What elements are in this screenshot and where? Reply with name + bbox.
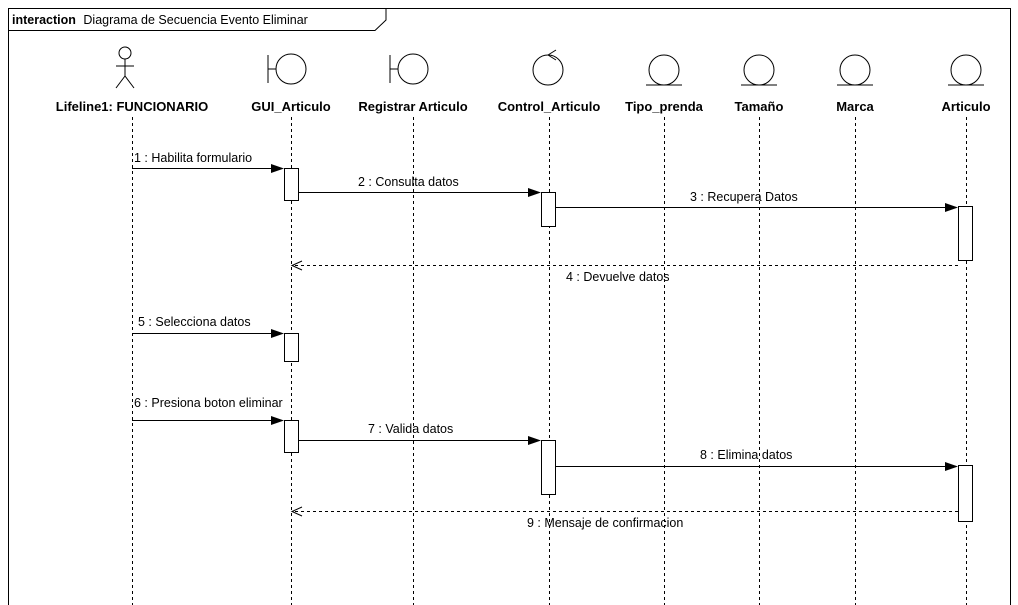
message-label: 4 : Devuelve datos xyxy=(566,270,670,284)
lifeline-name-funcionario: Lifeline1: FUNCIONARIO xyxy=(56,99,208,114)
message-label: 1 : Habilita formulario xyxy=(134,151,252,165)
frame-name: Diagrama de Secuencia Evento Eliminar xyxy=(83,13,307,27)
arrowhead-open xyxy=(290,506,303,517)
arrowhead-filled xyxy=(945,462,958,471)
activation-bar xyxy=(284,333,299,362)
message-label: 9 : Mensaje de confirmacion xyxy=(527,516,683,530)
frame-title-tab xyxy=(8,8,387,31)
frame-keyword: interaction xyxy=(12,13,76,27)
entity-icon xyxy=(646,54,682,86)
actor-icon xyxy=(115,46,135,89)
entity-icon xyxy=(948,54,984,86)
message-label: 7 : Valida datos xyxy=(368,422,453,436)
boundary-icon xyxy=(389,53,429,85)
arrowhead-filled xyxy=(528,436,541,445)
control-icon xyxy=(532,49,564,86)
entity-icon xyxy=(837,54,873,86)
lifeline-name-gui-articulo: GUI_Articulo xyxy=(251,99,331,114)
boundary-icon xyxy=(267,53,307,85)
lifeline-name-registrar-articulo: Registrar Articulo xyxy=(358,99,467,114)
message-label: 6 : Presiona boton eliminar xyxy=(134,396,283,410)
lifeline-name-marca: Marca xyxy=(836,99,874,114)
lifeline-name-tipo-prenda: Tipo_prenda xyxy=(625,99,704,114)
arrowhead-filled xyxy=(945,203,958,212)
arrowhead-filled xyxy=(271,164,284,173)
message-label: 5 : Selecciona datos xyxy=(138,315,251,329)
activation-bar xyxy=(541,192,556,227)
activation-bar xyxy=(958,206,973,261)
activation-bar xyxy=(284,168,299,201)
lifeline-name-articulo: Articulo xyxy=(941,99,990,114)
entity-icon xyxy=(741,54,777,86)
frame-title: interaction Diagrama de Secuencia Evento… xyxy=(12,13,308,27)
message-label: 8 : Elimina datos xyxy=(700,448,792,462)
arrowhead-filled xyxy=(528,188,541,197)
arrowhead-filled xyxy=(271,329,284,338)
arrowhead-filled xyxy=(271,416,284,425)
lifeline-name-control-articulo: Control_Articulo xyxy=(498,99,601,114)
activation-bar xyxy=(958,465,973,522)
message-label: 2 : Consulta datos xyxy=(358,175,459,189)
arrowhead-open xyxy=(290,260,303,271)
activation-bar xyxy=(541,440,556,495)
interaction-frame xyxy=(8,8,1011,605)
activation-bar xyxy=(284,420,299,453)
lifeline-name-tamano: Tamaño xyxy=(735,99,784,114)
message-label: 3 : Recupera Datos xyxy=(690,190,798,204)
